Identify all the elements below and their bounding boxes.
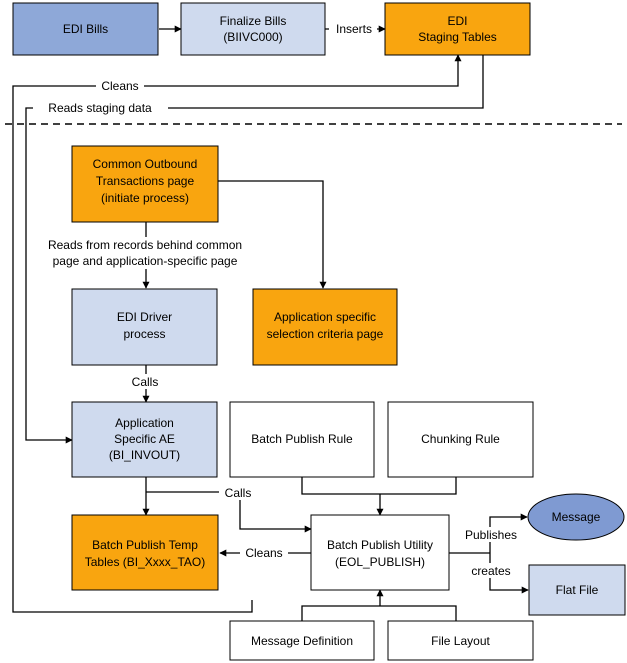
node-message: Message [527,493,625,541]
flat-file-label: Flat File [556,583,599,597]
common-outbound-label-2: Transactions page [96,174,195,188]
reads-records-label-2: page and application-specific page [53,254,238,268]
edge-calls-utility [146,491,312,533]
creates-label: creates [471,564,510,578]
publish-utility-label-1: Batch Publish Utility [327,538,433,552]
edge-labels: Inserts Cleans Reads staging data Reads … [33,21,523,578]
node-file-layout: File Layout [387,620,534,661]
staging-tables-label-2: Staging Tables [418,30,497,44]
connectors [12,25,529,621]
publishes-label: Publishes [465,528,517,542]
common-outbound-label-1: Common Outbound [93,157,198,171]
batch-publish-rule-label: Batch Publish Rule [251,432,353,446]
node-app-specific-ae: Application Specific AE (BI_INVOUT) [71,401,218,478]
finalize-bills-label-1: Finalize Bills [220,14,287,28]
edge-rule-to-utility [301,477,457,495]
reads-staging-label: Reads staging data [48,101,152,115]
node-edi-bills: EDI Bills [12,2,159,56]
app-selection-label-1: Application specific [274,310,376,324]
node-edi-driver: EDI Driver process [71,288,218,366]
calls-driver-label: Calls [132,375,159,389]
temp-tables-label-2: Tables (BI_Xxxx_TAO) [85,555,205,569]
edi-bills-label: EDI Bills [63,22,108,36]
common-outbound-label-3: (initiate process) [101,191,189,205]
node-chunking-rule: Chunking Rule [387,401,534,478]
app-ae-label-2: Specific AE [114,432,175,446]
edge-reads-staging [25,55,484,444]
finalize-bills-label-2: (BIIVC000) [223,30,282,44]
cleans-top-label: Cleans [101,79,138,93]
edi-driver-label-1: EDI Driver [117,310,172,324]
node-app-selection-page: Application specific selection criteria … [252,288,398,366]
message-label: Message [552,510,601,524]
reads-records-label-1: Reads from records behind common [48,238,242,252]
app-selection-label-2: selection criteria page [267,327,384,341]
app-ae-label-1: Application [115,416,174,430]
edi-driver-label-2: process [123,327,165,341]
staging-tables-label-1: EDI [447,14,467,28]
node-batch-publish-rule: Batch Publish Rule [229,401,375,478]
app-ae-label-3: (BI_INVOUT) [109,448,180,462]
node-temp-tables: Batch Publish Temp Tables (BI_Xxxx_TAO) [71,514,219,591]
node-staging-tables: EDI Staging Tables [384,2,531,56]
publish-utility-label-2: (EOL_PUBLISH) [335,555,425,569]
edge-cleans-loop [12,54,462,613]
node-message-definition: Message Definition [229,620,375,661]
inserts-label: Inserts [336,22,372,36]
temp-tables-label-1: Batch Publish Temp [92,538,198,552]
edge-defs-to-utility [301,605,457,621]
calls-ae-label: Calls [225,486,252,500]
cleans-temp-label: Cleans [245,546,282,560]
node-common-outbound: Common Outbound Transactions page (initi… [71,145,219,223]
node-publish-utility: Batch Publish Utility (EOL_PUBLISH) [310,514,450,591]
message-definition-label: Message Definition [251,634,353,648]
chunking-rule-label: Chunking Rule [421,432,500,446]
file-layout-label: File Layout [431,634,490,648]
node-finalize-bills: Finalize Bills (BIIVC000) [180,2,326,56]
node-flat-file: Flat File [528,564,626,616]
edge-common-to-selection [218,180,327,289]
